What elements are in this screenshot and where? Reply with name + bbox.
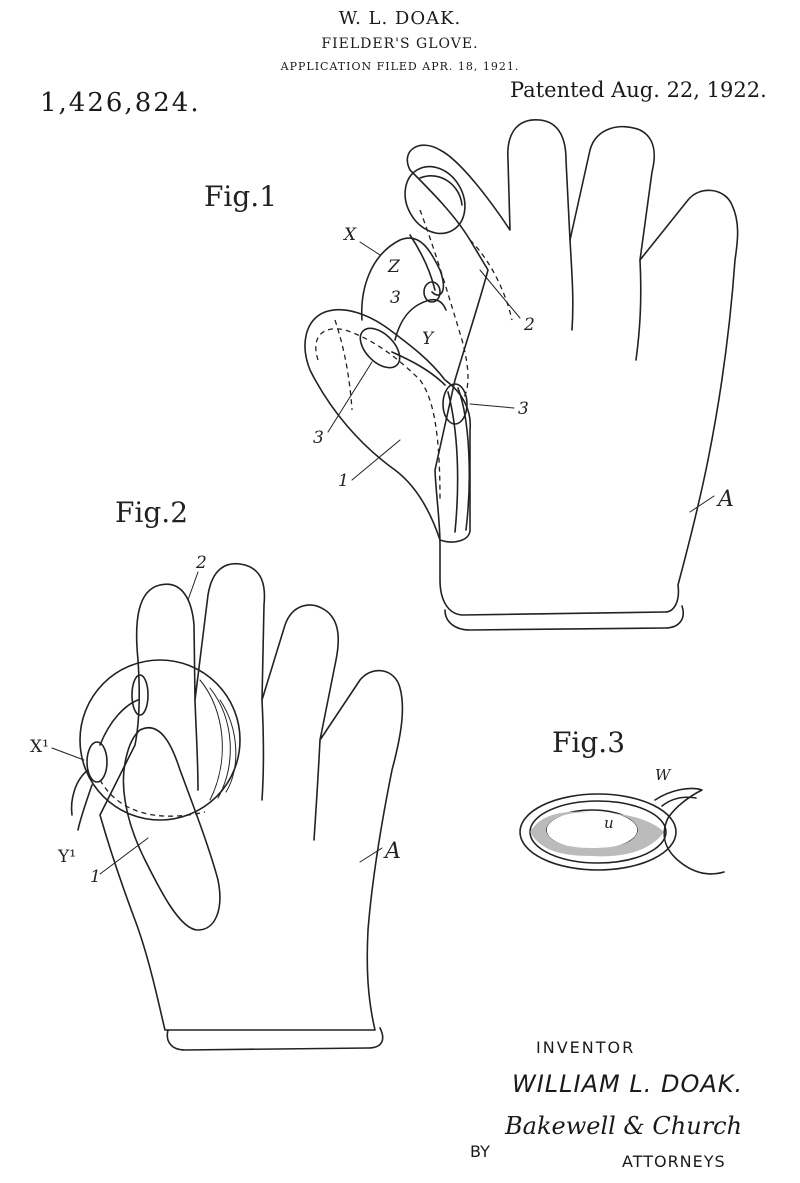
fig2-lace-x1 [70, 769, 89, 816]
fig2-finger-seam-2 [261, 699, 265, 801]
fig2-ball-hidden-edge [99, 779, 206, 817]
by-label: BY [470, 1142, 490, 1161]
fig1-thumb-edge-2 [447, 391, 459, 533]
fig1-lace-link [391, 351, 446, 386]
fig1-thumb-dashed [315, 328, 441, 501]
fig1-finger-seam-2 [635, 259, 642, 361]
fig2-ball-shade-1 [199, 679, 223, 801]
fig1-loop-top [423, 281, 441, 303]
fig1-finger-seam-1 [569, 239, 574, 331]
fig2-leader-x1 [51, 747, 85, 761]
patent-number: 1,426,824. [40, 88, 201, 118]
attorneys-label: ATTORNEYS [622, 1152, 726, 1171]
fig1-leader-1 [351, 439, 401, 481]
header-application-date: APPLICATION FILED APR. 18, 1921. [280, 60, 520, 73]
fig2-loop-bottom [86, 741, 108, 783]
fig1-loop-3-left [359, 327, 401, 369]
fig1-thumb [304, 308, 471, 543]
fig1-glove-outline [406, 119, 739, 616]
fig3-strap [654, 787, 725, 875]
fig2-lace-1 [99, 699, 139, 746]
fig2-ball [79, 659, 241, 821]
fig1-thumb-dashed-inner [334, 319, 353, 411]
fig3-padding-stipple [530, 811, 664, 857]
fig2-leader-a [359, 847, 383, 863]
fig1-label-a: A [716, 487, 734, 512]
fig3-label-u: u [604, 814, 614, 832]
fig3-strap-edge [661, 796, 697, 807]
patented-date: Patented Aug. 22, 1922. [510, 78, 767, 102]
figure-3: Fig.3 W u [519, 726, 725, 875]
fig1-fingertip-opening [404, 165, 466, 235]
fig1-lace-z [409, 234, 436, 291]
header-inventor-line: W. L. DOAK. [338, 8, 462, 29]
figure-3-label: Fig.3 [552, 726, 625, 759]
fig1-label-1: 1 [338, 471, 349, 491]
fig2-thumb [122, 727, 221, 931]
fig3-label-w: W [655, 766, 672, 784]
fig1-label-2: 2 [523, 315, 535, 335]
fig1-label-z: Z [387, 257, 401, 277]
fig1-label-3b: 3 [518, 399, 529, 419]
fig1-leader-a [689, 495, 715, 513]
fig1-loop-3-right [442, 383, 468, 425]
figure-2: Fig.2 2 X¹ Y¹ 1 A [30, 496, 404, 1051]
fig2-ball-shade-2 [209, 687, 231, 799]
fig1-leader-3c [327, 361, 373, 433]
fig1-leader-2 [479, 269, 521, 319]
attorneys-signature: Bakewell & Church [505, 1112, 743, 1140]
fig1-dashed-finger-2 [469, 239, 513, 321]
fig2-label-1: 1 [90, 867, 101, 887]
fig2-cuff [166, 1027, 384, 1051]
fig2-label-2: 2 [195, 553, 207, 573]
fig1-label-x: X [342, 225, 357, 245]
figure-1-label: Fig.1 [204, 180, 277, 213]
fig2-label-y1: Y¹ [57, 847, 76, 867]
fig2-label-a: A [383, 839, 401, 864]
fig2-finger-seam-1 [194, 699, 199, 791]
fig2-leader-1 [99, 837, 149, 875]
fig2-ball-shade-3 [219, 699, 237, 793]
fig1-cuff [444, 605, 684, 631]
fig2-glove-outline [99, 563, 404, 1031]
figure-2-label: Fig.2 [115, 496, 188, 529]
fig1-lace-y [394, 298, 447, 341]
fig1-lace-x [360, 237, 445, 321]
fig1-fingertip-shading [419, 175, 463, 206]
inventor-heading: INVENTOR [536, 1038, 636, 1057]
fig1-leader-3b [469, 403, 515, 409]
fig1-label-3c: 3 [313, 428, 324, 448]
fig2-leader-2 [187, 571, 199, 601]
fig1-label-y: Y [422, 329, 435, 349]
header-title: FIELDER'S GLOVE. [321, 36, 479, 52]
fig3-outer-ring [519, 793, 677, 871]
fig2-lace-y1 [77, 784, 93, 831]
inventor-signature: WILLIAM L. DOAK. [512, 1070, 744, 1098]
figure-1: Fig.1 X Z 3 Y 2 3 3 [204, 119, 739, 631]
fig1-thumb-edge [457, 387, 471, 531]
fig1-label-3a: 3 [390, 288, 401, 308]
fig2-label-x1: X¹ [30, 737, 49, 757]
fig2-finger-seam-3 [313, 739, 321, 841]
fig2-loop-top [131, 674, 149, 716]
fig1-dashed-finger [419, 209, 469, 401]
fig1-leader-x [359, 241, 381, 256]
